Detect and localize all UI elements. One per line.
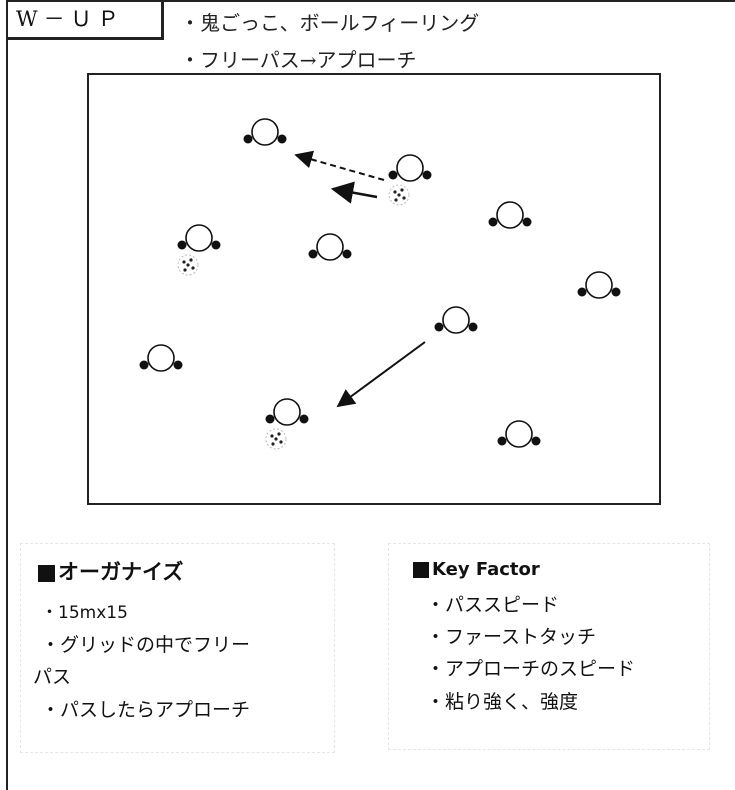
pass-arrow [336,341,426,408]
key-factor-item: ・パススピード [426,594,560,616]
ball-icon [177,254,199,276]
drill-field [87,73,661,505]
menu-line-2: ・フリーパス→アプローチ [180,48,417,72]
organize-item: ・パスしたらアプローチ [41,699,251,721]
organize-item: ・グリッドの中でフリー [41,634,251,656]
key-factor-item: ・粘り強く、強度 [426,691,579,713]
player-marker [243,118,287,146]
ball-icon [388,184,410,206]
key-factor-item: ・アプローチのスピード [426,658,636,680]
organize-item: パス [33,666,72,688]
player-marker [388,154,432,206]
organize-heading: オーガナイズ [38,556,183,586]
player-marker [265,398,309,450]
player-marker [488,201,532,229]
key-factor-panel: Key Factor ・パススピード ・ファーストタッチ ・アプローチのスピード… [388,543,710,750]
square-bullet-icon [413,562,429,578]
player-marker [497,420,541,448]
player-marker [308,233,352,261]
menu-line-1: ・鬼ごっこ、ボールフィーリング [180,11,480,35]
key-factor-heading: Key Factor [413,559,540,580]
player-marker [177,224,221,276]
organize-panel: オーガナイズ ・15mx15 ・グリッドの中でフリー パス ・パスしたらアプロー… [20,543,335,753]
ball-icon [265,428,287,450]
organize-title: オーガナイズ [58,560,184,584]
player-marker [434,306,478,334]
key-factor-title: Key Factor [432,559,540,580]
square-bullet-icon [38,564,55,582]
player-marker [577,271,621,299]
organize-item: ・15mx15 [41,603,128,623]
key-factor-item: ・ファーストタッチ [426,626,597,648]
player-marker [139,344,183,372]
outer-frame [6,0,735,790]
drill-diagram [139,118,621,450]
dashed-pass-arrow [294,150,385,181]
dribble-arrow [330,181,378,204]
title-tag: W－ＵＰ [6,0,164,40]
